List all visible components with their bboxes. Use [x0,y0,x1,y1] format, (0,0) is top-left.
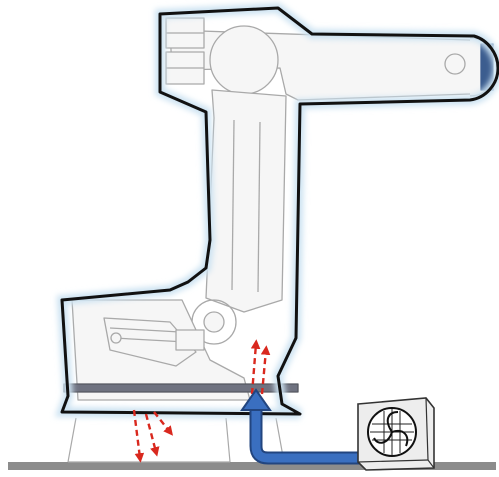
robot-arm-icon [63,17,494,401]
air-duct-arrow-icon [240,388,362,465]
enclosure-outline [60,6,499,416]
protective-enclosure [54,2,499,419]
floor [8,462,496,470]
fan-unit-icon [357,397,435,471]
fan-grille [370,409,414,455]
fan-blades [373,411,409,447]
exhaust-arrow-icon [132,339,271,463]
